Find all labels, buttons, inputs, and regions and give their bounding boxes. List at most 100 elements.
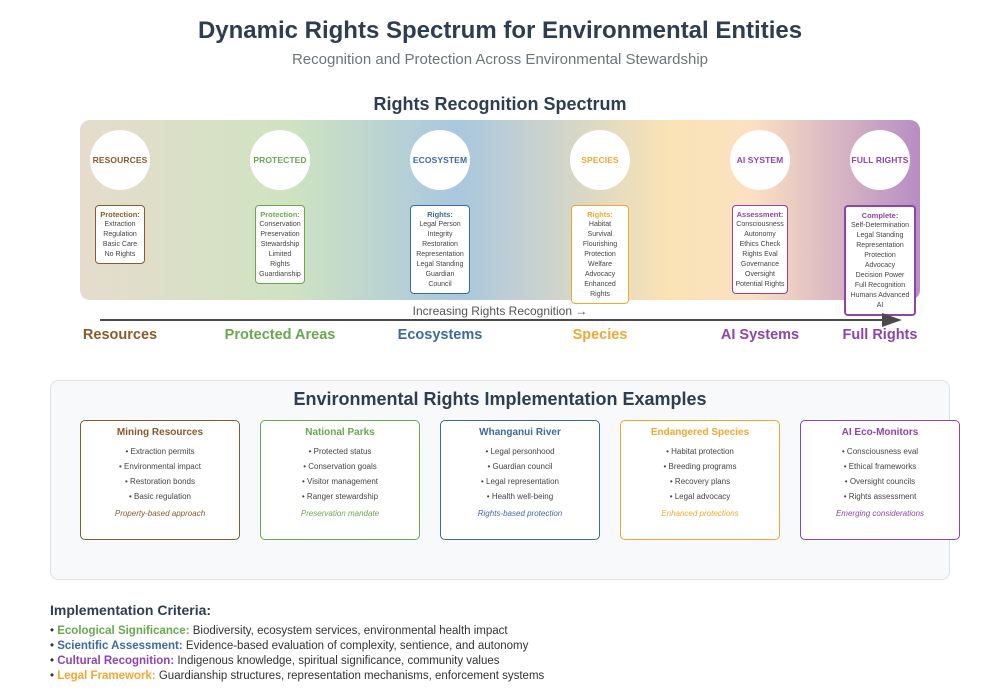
- stage-info-item: Protection: [584, 251, 616, 258]
- criteria-list: • Ecological Significance: Biodiversity,…: [50, 624, 544, 684]
- criteria-text: Evidence-based evaluation of complexity,…: [185, 640, 529, 652]
- stage-info-item: Potential Rights: [735, 281, 785, 288]
- stage-info-item: Integrity: [427, 231, 453, 238]
- stage-circle: ECOSYSTEM: [410, 130, 470, 190]
- stage-info-item: Restoration: [422, 241, 458, 248]
- stage-ecosystem: ECOSYSTEM Rights: Legal Person Integrity…: [400, 130, 480, 294]
- example-card-item: • Legal advocacy: [669, 492, 731, 501]
- example-card-item: • Consciousness eval: [841, 447, 919, 456]
- example-card-list: • Extraction permits • Environmental imp…: [81, 444, 239, 504]
- example-card-whanganui-river: Whanganui River • Legal personhood • Gua…: [440, 420, 600, 540]
- stage-info-item: Autonomy: [744, 231, 776, 238]
- example-card-title: National Parks: [305, 427, 375, 438]
- stage-info-item: Basic Care: [102, 241, 138, 248]
- page-title: Dynamic Rights Spectrum for Environmenta…: [197, 17, 803, 44]
- stage-info-box: Protection: Conservation Preservation St…: [255, 205, 305, 284]
- stage-circle: SPECIES: [570, 130, 630, 190]
- example-card-approach: Emerging considerations: [835, 509, 925, 518]
- criteria-text: Indigenous knowledge, spiritual signific…: [177, 655, 500, 667]
- example-card-title: Mining Resources: [116, 427, 204, 438]
- criteria-label: Legal Framework:: [57, 670, 156, 682]
- example-card-list: • Consciousness eval • Ethical framework…: [801, 444, 959, 504]
- stage-info-head: Rights:: [587, 210, 613, 219]
- stage-info-item: Legal Standing: [856, 232, 904, 239]
- criteria-label: Ecological Significance:: [57, 625, 190, 637]
- stage-info-item: Ethics Check: [739, 241, 781, 248]
- example-card-item: • Legal representation: [481, 477, 559, 486]
- stage-info-item: Representation: [416, 251, 464, 258]
- arrow-right-icon: [882, 313, 902, 327]
- stage-info-item: Protection: [864, 252, 896, 259]
- criteria-text: Biodiversity, ecosystem services, enviro…: [192, 625, 508, 637]
- example-card-item: • Legal personhood: [485, 447, 555, 456]
- example-card-item: • Conservation goals: [303, 462, 377, 471]
- example-card-list: • Protected status • Conservation goals …: [261, 444, 419, 504]
- stage-info-item: Guardianship: [259, 271, 301, 278]
- stage-info-item: Stewardship: [260, 241, 300, 248]
- stage-info-item: Guardian Council: [425, 271, 455, 288]
- stage-circle: AI SYSTEM: [730, 130, 790, 190]
- stage-protected: PROTECTED Protection: Conservation Prese…: [240, 130, 320, 284]
- criteria-text: Guardianship structures, representation …: [158, 670, 545, 682]
- criteria-item: • Cultural Recognition: Indigenous knowl…: [50, 655, 500, 667]
- stage-info-item: Advocacy: [864, 262, 896, 269]
- example-card-title: Endangered Species: [650, 427, 750, 438]
- example-card-item: • Visitor management: [301, 477, 379, 486]
- example-card-national-parks: National Parks • Protected status • Cons…: [260, 420, 420, 540]
- criteria-label: Scientific Assessment:: [57, 640, 183, 652]
- stage-info-item: Welfare: [588, 261, 612, 268]
- stage-info-head: Protection:: [100, 210, 140, 219]
- stage-species: SPECIES Rights: Habitat Survival Flouris…: [560, 130, 640, 304]
- example-card-title: AI Eco-Monitors: [841, 427, 919, 438]
- criteria-item: • Ecological Significance: Biodiversity,…: [50, 625, 508, 637]
- example-card-approach: Enhanced protections: [661, 509, 739, 518]
- criteria-item: • Scientific Assessment: Evidence-based …: [50, 640, 529, 652]
- stage-info-item: Representation: [856, 242, 904, 249]
- stage-info-box: Rights: Habitat Survival Flourishing Pro…: [571, 205, 629, 304]
- example-card-approach: Rights-based protection: [477, 509, 563, 518]
- category-label-resources: Resources: [82, 327, 158, 343]
- stage-info-head: Protection:: [260, 210, 300, 219]
- stage-info-head: Rights:: [427, 210, 453, 219]
- spectrum-title: Rights Recognition Spectrum: [373, 94, 627, 114]
- stage-circle: RESOURCES: [90, 130, 150, 190]
- stage-info-box: Assessment: Consciousness Autonomy Ethic…: [732, 205, 788, 294]
- stage-info-item: Consciousness: [736, 221, 784, 228]
- category-label-full-rights: Full Rights: [842, 327, 918, 343]
- example-card-item: • Extraction permits: [125, 447, 195, 456]
- example-card-approach: Preservation mandate: [300, 509, 380, 518]
- category-label-species: Species: [572, 327, 628, 343]
- category-label-ai-systems: AI Systems: [720, 327, 800, 343]
- spectrum-arrow-line: [100, 319, 884, 321]
- stage-info-item: Survival: [587, 231, 613, 238]
- example-card-item: • Ranger stewardship: [301, 492, 379, 501]
- example-card-item: • Protected status: [308, 447, 372, 456]
- stage-info-item: Self-Determination: [851, 222, 909, 229]
- category-label-protected-areas: Protected Areas: [224, 327, 336, 343]
- stage-info-item: Governance: [740, 261, 780, 268]
- example-card-ai-eco-monitors: AI Eco-Monitors • Consciousness eval • E…: [800, 420, 960, 540]
- stage-info-item: Limited Rights: [268, 251, 292, 268]
- example-card-item: • Ethical frameworks: [843, 462, 917, 471]
- example-card-item: • Breeding programs: [663, 462, 737, 471]
- stage-info-item: Humans Advanced AI: [850, 292, 910, 309]
- stage-info-item: Legal Person: [419, 221, 461, 228]
- stage-info-item: Flourishing: [582, 241, 618, 248]
- spectrum-axis-label: Increasing Rights Recognition →: [412, 304, 588, 318]
- stage-info-box: Protection: Extraction Regulation Basic …: [95, 205, 145, 264]
- criteria-title: Implementation Criteria:: [50, 602, 212, 618]
- criteria-item: • Legal Framework: Guardianship structur…: [50, 670, 545, 682]
- example-card-item: • Restoration bonds: [125, 477, 195, 486]
- stage-info-head: Assessment:: [736, 210, 784, 219]
- example-card-title: Whanganui River: [479, 427, 561, 438]
- stage-info-item: No Rights: [104, 251, 136, 258]
- stage-info-item: Advocacy: [584, 271, 616, 278]
- stage-info-item: Oversight: [745, 271, 775, 278]
- example-card-item: • Recovery plans: [669, 477, 731, 486]
- example-card-item: • Environmental impact: [119, 462, 201, 471]
- stage-info-item: Preservation: [260, 231, 300, 238]
- stage-info-item: Enhanced Rights: [584, 281, 616, 298]
- stage-info-item: Rights Eval: [742, 251, 778, 258]
- example-card-item: • Guardian council: [487, 462, 553, 471]
- example-card-endangered-species: Endangered Species • Habitat protection …: [620, 420, 780, 540]
